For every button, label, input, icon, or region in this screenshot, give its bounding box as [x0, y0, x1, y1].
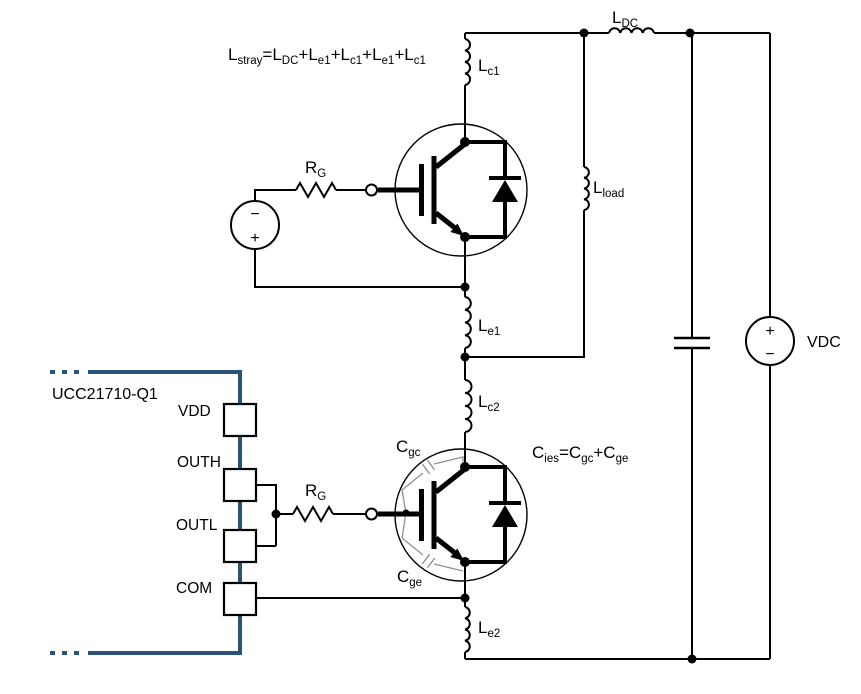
- rg-high-resistor: [295, 180, 337, 200]
- pin-label-outh: OUTH: [177, 454, 221, 471]
- label-ldc: LDC: [612, 8, 638, 30]
- junction-top-cap: [685, 28, 695, 38]
- pin-box-outh: [222, 467, 258, 503]
- igbt-low-diode-triangle: [492, 505, 518, 527]
- driver-outline: [88, 370, 242, 655]
- label-lload: Lload: [593, 178, 624, 200]
- cgc-cap-slashes: [421, 459, 436, 475]
- inductors: [464, 27, 655, 653]
- junction-bottom-cap: [687, 654, 697, 664]
- capacitor-plates: [674, 336, 710, 350]
- inductor-lc2-coil: [464, 379, 473, 433]
- gate-terminal-low: [365, 507, 378, 521]
- junction-low-emitter-com: [460, 593, 470, 603]
- label-le2: Le2: [478, 618, 500, 640]
- igbt-low: [378, 448, 528, 582]
- junction-outh-outl: [271, 509, 281, 519]
- inductor-ldc-coil: [608, 27, 655, 34]
- top-rail-wire: [465, 32, 771, 660]
- junction-dots: [271, 28, 697, 664]
- igbt-high-emitter-diag: [434, 211, 457, 230]
- gate-supply-plus-sign: +: [250, 230, 259, 247]
- inductor-lload-coil: [583, 166, 590, 211]
- igbt-low-emitter-arrow: [450, 548, 464, 561]
- gate-supply-minus-sign: −: [250, 206, 259, 223]
- igbt-high-emitter-dot: [460, 232, 470, 242]
- label-cge: Cge: [397, 567, 422, 589]
- gate-driver-ic: VDD OUTH OUTL COM UCC21710-Q1: [50, 370, 465, 655]
- igbt-low-emitter-diag: [434, 536, 457, 555]
- high-side-gate-drive: − +: [230, 180, 465, 288]
- igbt-low-emitter-dot: [460, 557, 470, 567]
- vdc-plus-sign: +: [765, 323, 774, 340]
- igbt-high-diode-triangle: [492, 180, 518, 202]
- stray-inductance-formula: Lstray=LDC+Le1+Lc1+Le1+Lc1: [228, 45, 426, 67]
- label-cgc: Cgc: [396, 437, 421, 459]
- inductor-le2-coil: [464, 606, 471, 653]
- low-side-gate-path: [292, 504, 378, 524]
- gate-supply-top-wire: [254, 189, 296, 201]
- igbt-low-collector-dot: [460, 462, 470, 472]
- vdc-source: + −: [745, 316, 795, 366]
- pin-box-vdd: [222, 402, 258, 438]
- label-lc1: Lc1: [478, 56, 500, 78]
- junction-emitter-return: [460, 282, 470, 292]
- vdc-source-circle: [745, 316, 795, 366]
- load-branch-wire: [465, 33, 585, 358]
- label-vdc: VDC: [807, 334, 841, 351]
- label-rg-low: RG: [305, 481, 326, 503]
- cge-cap-slashes: [421, 553, 436, 569]
- cge-path: [401, 512, 464, 572]
- pin-label-vdd: VDD: [178, 403, 211, 420]
- pin-box-com: [222, 581, 258, 617]
- vdc-minus-sign: −: [765, 346, 774, 363]
- igbt-high-emitter-arrow: [450, 223, 464, 236]
- cies-formula: Cies=Cgc+Cge: [532, 443, 628, 465]
- junction-midpoint: [460, 352, 470, 362]
- driver-part-number: UCC21710-Q1: [52, 386, 158, 403]
- igbt-high-diode-branch: [465, 140, 507, 239]
- outh-wire: [256, 484, 277, 547]
- power-loop-wires: [464, 32, 771, 660]
- inductor-lc1-coil: [464, 38, 471, 86]
- label-lc2: Lc2: [478, 392, 500, 414]
- igbt-high-collector-diag: [434, 142, 467, 169]
- label-rg-high: RG: [305, 158, 326, 180]
- text-labels: Lstray=LDC+Le1+Lc1+Le1+Lc1 Cies=Cgc+Cge …: [228, 8, 841, 640]
- igbt-low-collector-diag: [434, 467, 467, 494]
- igbt-low-diode-branch: [465, 465, 507, 564]
- pin-label-com: COM: [176, 580, 212, 597]
- cgc-path: [401, 456, 464, 514]
- igbt-high: [378, 123, 528, 257]
- gate-terminal-high: [365, 183, 378, 197]
- label-le1: Le1: [478, 316, 500, 338]
- inductor-le1-coil: [464, 296, 472, 349]
- pin-box-outl: [222, 528, 258, 564]
- pin-label-outl: OUTL: [176, 517, 218, 534]
- dclink-capacitor: [674, 336, 710, 350]
- igbt-high-collector-dot: [460, 137, 470, 147]
- junction-top-load: [579, 28, 589, 38]
- gate-supply-return-wire: [254, 249, 465, 288]
- rg-low-resistor: [292, 504, 334, 524]
